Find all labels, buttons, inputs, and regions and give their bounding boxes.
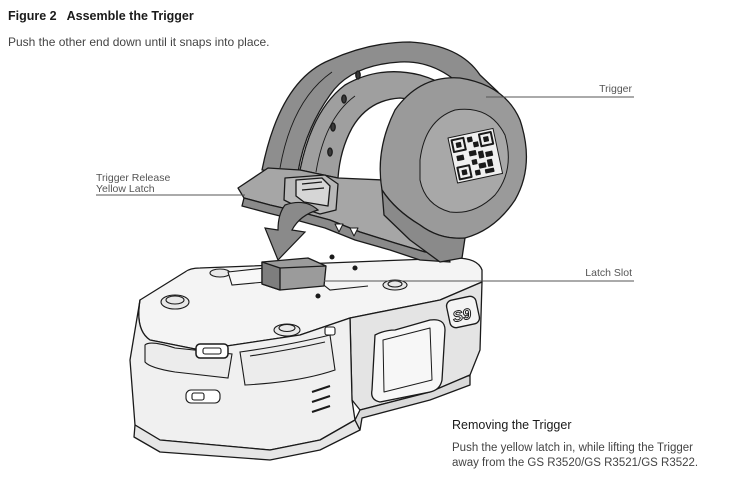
removing-trigger-text: Push the yellow latch in, while lifting …: [452, 441, 737, 471]
callout-trigger: Trigger: [599, 83, 632, 95]
push-down-arrow-icon: [264, 201, 320, 262]
callout-leaders: [96, 96, 634, 282]
device-badge-text: S9: [451, 305, 473, 326]
figure-instruction: Push the other end down until it snaps i…: [8, 35, 270, 49]
device-front-details: [144, 334, 336, 413]
callout-release-latch-line1: Trigger Release: [96, 172, 171, 184]
removing-trigger-section: Removing the Trigger Push the yellow lat…: [452, 418, 737, 471]
top-plate-details: [160, 254, 408, 337]
removing-trigger-text-line2: away from the GS R3520/GS R3521/GS R3522…: [452, 457, 699, 469]
figure-heading: Assemble the Trigger: [66, 9, 194, 23]
figure-title: Figure 2 Assemble the Trigger: [8, 9, 194, 23]
device-body: [129, 257, 483, 461]
callout-latch-slot: Latch Slot: [585, 267, 632, 279]
latch-slot-tab: [261, 257, 327, 291]
trigger-assembly: [237, 41, 528, 263]
callout-release-latch: Trigger Release Yellow Latch: [96, 173, 170, 195]
removing-trigger-heading: Removing the Trigger: [452, 418, 572, 432]
removing-trigger-text-line1: Push the yellow latch in, while lifting …: [452, 442, 693, 454]
callout-release-latch-line2: Yellow Latch: [96, 183, 155, 195]
qr-code-icon: [447, 127, 504, 184]
figure-number: Figure 2: [8, 9, 57, 23]
